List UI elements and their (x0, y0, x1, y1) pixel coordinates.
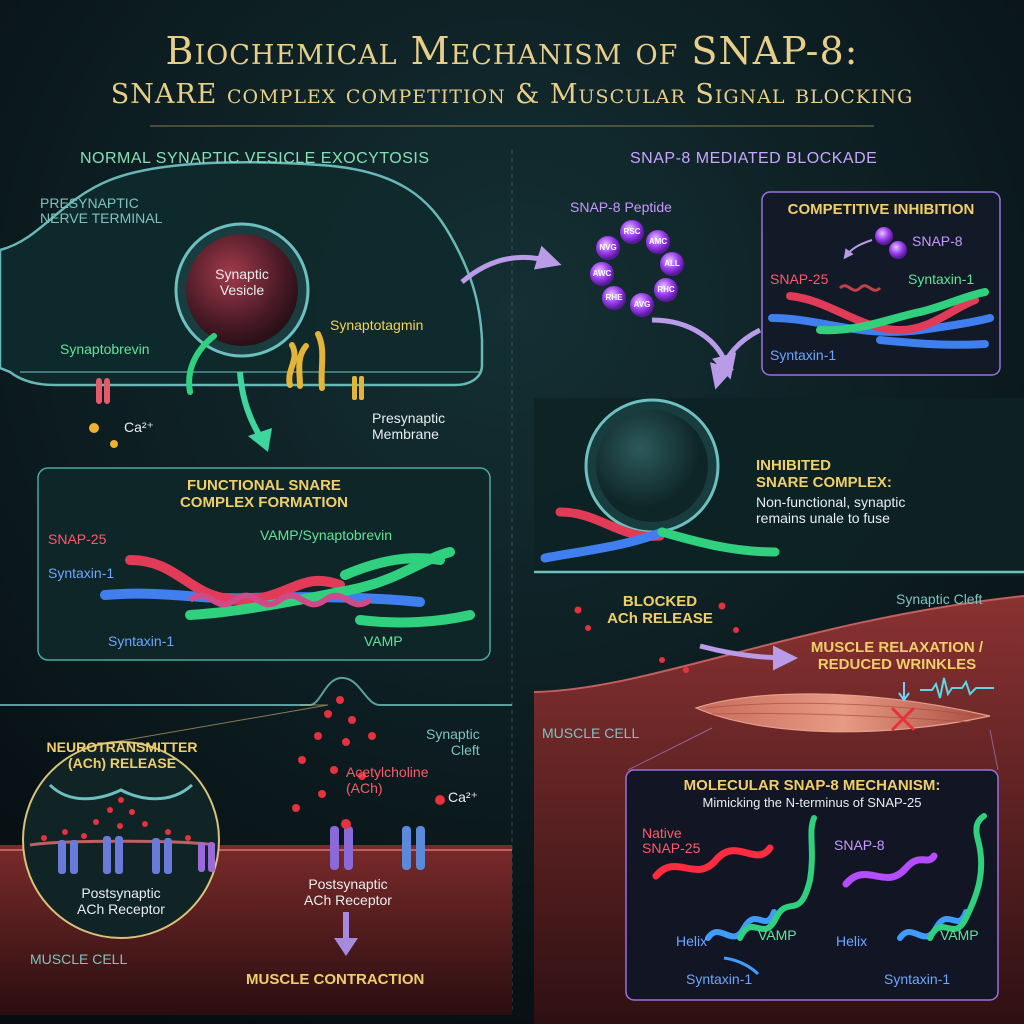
left-cleft-label: Synaptic Cleft (426, 726, 480, 759)
residue-label: RHE (605, 293, 623, 302)
ach-molecules (292, 696, 445, 812)
syntaxin-right-label: Syntaxin-1 (884, 971, 951, 987)
right-muscle-label: MUSCLE CELL (542, 725, 640, 741)
ca-channel (96, 378, 102, 404)
snap25-label: SNAP-25 (48, 531, 107, 547)
calcium2-label: Ca²⁺ (448, 789, 478, 805)
synaptotagmin-protein (286, 331, 326, 391)
competitive-snap8-label: SNAP-8 (912, 233, 963, 249)
syntaxin-left-label: Syntaxin-1 (686, 971, 753, 987)
ach-molecules-inset (41, 797, 191, 841)
acetylcholine-label: Acetylcholine (ACh) (346, 764, 429, 797)
receptor-label: Postsynaptic ACh Receptor (304, 876, 392, 909)
residue-label: AMC (648, 237, 668, 246)
residue-label: AVG (633, 300, 651, 309)
snare-complex-bundle (100, 547, 475, 628)
competitive-title: COMPETITIVE INHIBITION (787, 201, 975, 218)
competitive-snap25-label: SNAP-25 (770, 271, 829, 287)
block-x-icon (890, 706, 916, 732)
inset-receptor-label: Postsynaptic ACh Receptor (77, 885, 165, 918)
presynaptic-bottom-membrane (0, 676, 512, 706)
vamp-bottom-label: VAMP (364, 633, 403, 649)
inhibition-snare-bundle (768, 284, 994, 349)
calcium-ion (89, 423, 99, 433)
synaptic-vesicle (186, 234, 298, 346)
ach-receptors (330, 819, 425, 870)
snap8-helices (842, 813, 987, 941)
residue-label: AWC (592, 269, 612, 278)
molecular-mechanism-box (625, 769, 999, 1001)
blocked-release-label: BLOCKED ACh RELEASE (607, 593, 713, 627)
native-helices (652, 815, 817, 976)
page-title: Biochemical Mechanism of SNAP-8: (165, 29, 859, 73)
inhibited-snare-bundle (540, 507, 780, 563)
helix-right-label: Helix (836, 933, 868, 949)
snap8-peptide-ring (590, 220, 684, 317)
left-muscle-label: MUSCLE CELL (30, 951, 128, 967)
helix-left-label: Helix (676, 933, 708, 949)
page-subtitle: SNARE complex competition & Muscular Sig… (110, 79, 914, 110)
terminal-label: PRESYNAPTIC NERVE TERMINAL (40, 195, 163, 227)
syntaxin-top-label: Syntaxin-1 (48, 565, 115, 581)
synaptobrevin-protein (186, 333, 217, 395)
native-snap25-label: Native SNAP-25 (642, 825, 701, 857)
molecular-title: MOLECULAR SNAP-8 MECHANISM: (683, 777, 941, 794)
vamp-right-label: VAMP (940, 927, 979, 943)
residue-label: ALL (664, 259, 680, 268)
left-panel-header: NORMAL SYNAPTIC VESICLE EXOCYTOSIS (80, 150, 430, 167)
membrane-label: Presynaptic Membrane (372, 410, 446, 443)
synaptotagmin-label: Synaptotagmin (330, 317, 424, 333)
right-cleft-label: Synaptic Cleft (896, 591, 983, 607)
blocked-ach (574, 602, 739, 673)
inhibited-description: Non-functional, synaptic remains unale t… (756, 494, 906, 527)
syntaxin-bottom-label: Syntaxin-1 (108, 633, 175, 649)
residue-label: RSC (623, 227, 641, 236)
competitive-syntaxin-bottom-label: Syntaxin-1 (770, 347, 837, 363)
molecular-snap8-label: SNAP-8 (834, 837, 885, 853)
membrane-protein (352, 376, 357, 400)
contraction-label: MUSCLE CONTRACTION (246, 971, 425, 988)
residue-label: RHC (657, 285, 675, 294)
signal-wave-icon (920, 677, 994, 699)
molecular-subtitle: Mimicking the N-terminus of SNAP-25 (702, 795, 922, 810)
relaxation-arrow (699, 643, 798, 671)
vamp-left-label: VAMP (758, 927, 797, 943)
peptide-label: SNAP-8 Peptide (570, 199, 672, 215)
calcium-label: Ca²⁺ (124, 419, 154, 435)
competitive-syntaxin-right-label: Syntaxin-1 (908, 271, 975, 287)
inset-receptors (58, 836, 215, 874)
snare-box (37, 467, 491, 661)
snap8-molecule (875, 227, 893, 245)
snare-box-title: FUNCTIONAL SNARE COMPLEX FORMATION (179, 477, 349, 511)
transition-arrow (460, 245, 562, 284)
inhibited-title: INHIBITED SNARE COMPLEX: (756, 457, 892, 491)
residue-label: NVG (599, 243, 617, 252)
release-title: NEUROTRANSMITTER (ACh) RELEASE (46, 739, 198, 771)
vamp-top-label: VAMP/Synaptobrevin (260, 527, 393, 543)
right-synaptic-vesicle (596, 410, 708, 522)
synaptobrevin-label: Synaptobrevin (60, 341, 150, 357)
relaxation-label: MUSCLE RELAXATION / REDUCED WRINKLES (810, 639, 984, 673)
right-panel-header: SNAP-8 MEDIATED BLOCKADE (630, 150, 878, 167)
vesicle-label: Synaptic Vesicle (215, 266, 269, 299)
